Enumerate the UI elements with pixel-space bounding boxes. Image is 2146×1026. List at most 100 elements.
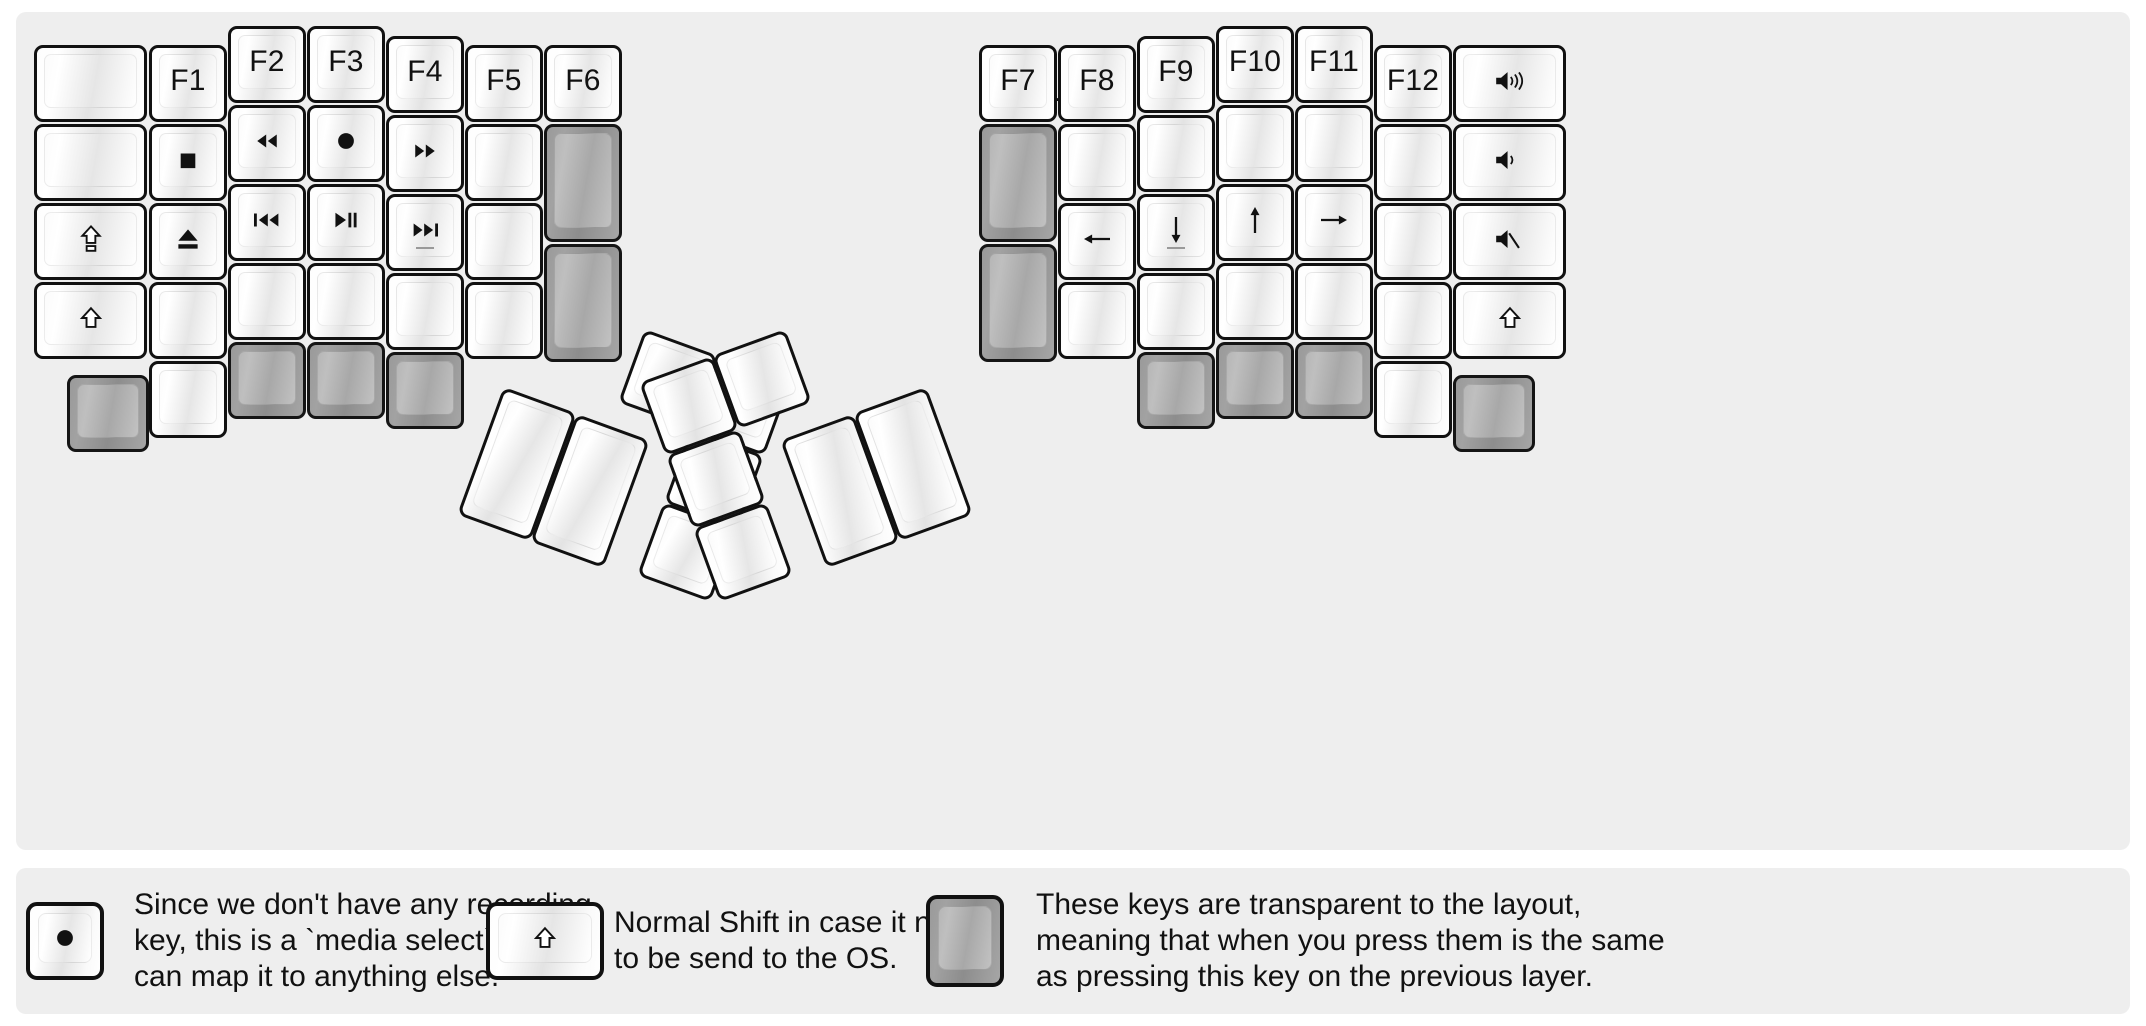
keycap-label: F5 — [486, 64, 522, 97]
left-col-4-middle-key-2[interactable] — [307, 105, 385, 182]
right-col-6-pinky-key-5[interactable] — [1374, 361, 1452, 438]
right-col-2-inner-key-4[interactable] — [1058, 282, 1136, 359]
left-col-5-index-key-3[interactable] — [386, 194, 464, 271]
left-col-7-innermost-key-3[interactable] — [544, 244, 622, 362]
keycap-face — [1147, 124, 1205, 178]
keycap-face — [159, 291, 217, 345]
left-col-3-ring-key-4[interactable] — [228, 263, 306, 340]
volume-up-icon — [1492, 68, 1528, 94]
left-col-7-innermost-key-1[interactable]: F6 — [544, 45, 622, 122]
keycap-face: F8 — [1068, 54, 1126, 108]
keycap-face: F3 — [317, 35, 375, 89]
keycap-face: F4 — [396, 45, 454, 99]
media-play-pause-icon — [329, 207, 363, 233]
keycap-face — [1226, 272, 1284, 326]
left-col-2-pinky-key-5[interactable] — [149, 361, 227, 438]
right-col-1-innermost-key-2[interactable] — [979, 124, 1057, 242]
left-col-5-index-key-4[interactable] — [386, 273, 464, 350]
keycap-face — [554, 253, 612, 348]
keycap-face — [475, 291, 533, 345]
media-eject-icon — [173, 225, 203, 253]
left-col-2-pinky-key-2[interactable] — [149, 124, 227, 201]
left-col-6-inner-key-1[interactable]: F5 — [465, 45, 543, 122]
left-col-1-outer-key-4[interactable] — [34, 282, 147, 359]
left-col-4-middle-key-1[interactable]: F3 — [307, 26, 385, 103]
caps-lock-icon — [78, 224, 104, 254]
right-col-7-outer-key-3[interactable] — [1453, 203, 1566, 280]
keycap-face — [475, 212, 533, 266]
right-col-2-inner-key-1[interactable]: F8 — [1058, 45, 1136, 122]
left-col-5-index-key-5[interactable] — [386, 352, 464, 429]
legend-description-3: These keys are transparent to the layout… — [1036, 888, 1665, 993]
right-col-3-index-key-4[interactable] — [1137, 273, 1215, 350]
left-col-5-index-key-2[interactable] — [386, 115, 464, 192]
right-col-2-inner-key-3[interactable] — [1058, 203, 1136, 280]
keycap-face: F11 — [1305, 35, 1363, 89]
left-col-1-outer-key-extra[interactable] — [67, 375, 149, 452]
right-col-1-innermost-key-1[interactable]: F7 — [979, 45, 1057, 122]
left-col-4-middle-key-5[interactable] — [307, 342, 385, 419]
right-col-3-index-key-1[interactable]: F9 — [1137, 36, 1215, 113]
right-col-5-ring-key-5[interactable] — [1295, 342, 1373, 419]
right-col-6-pinky-key-2[interactable] — [1374, 124, 1452, 201]
left-col-4-middle-key-3[interactable] — [307, 184, 385, 261]
right-col-5-ring-key-3[interactable] — [1295, 184, 1373, 261]
left-col-7-innermost-key-2[interactable] — [544, 124, 622, 242]
legend-panel: Since we don't have any recording key, t… — [16, 868, 2130, 1014]
left-col-6-inner-key-4[interactable] — [465, 282, 543, 359]
keycap-label: F7 — [1000, 64, 1036, 97]
keycap-face — [238, 193, 296, 247]
keycap-face — [1305, 193, 1363, 247]
keycap-face — [44, 54, 137, 108]
keycap-face — [44, 212, 137, 266]
left-col-1-outer-key-3[interactable] — [34, 203, 147, 280]
keycap-face — [396, 124, 454, 178]
right-col-5-ring-key-2[interactable] — [1295, 105, 1373, 182]
right-col-1-innermost-key-3[interactable] — [979, 244, 1057, 362]
left-col-3-ring-key-5[interactable] — [228, 342, 306, 419]
left-col-6-inner-key-2[interactable] — [465, 124, 543, 201]
left-col-2-pinky-key-4[interactable] — [149, 282, 227, 359]
keycap-label: F2 — [249, 45, 285, 78]
keycap-face — [317, 114, 375, 168]
keycap-label: F8 — [1079, 64, 1115, 97]
keycap-label: F3 — [328, 45, 364, 78]
right-col-7-outer-key-2[interactable] — [1453, 124, 1566, 201]
keycap-face — [1463, 212, 1556, 266]
media-rewind-icon — [250, 128, 284, 154]
right-col-5-ring-key-1[interactable]: F11 — [1295, 26, 1373, 103]
legend-sample-key-3 — [926, 895, 1004, 987]
right-col-4-middle-key-2[interactable] — [1216, 105, 1294, 182]
right-col-4-middle-key-4[interactable] — [1216, 263, 1294, 340]
right-col-4-middle-key-1[interactable]: F10 — [1216, 26, 1294, 103]
left-col-2-pinky-key-3[interactable] — [149, 203, 227, 280]
left-col-4-middle-key-4[interactable] — [307, 263, 385, 340]
left-col-3-ring-key-1[interactable]: F2 — [228, 26, 306, 103]
right-col-7-outer-key-1[interactable] — [1453, 45, 1566, 122]
media-previous-icon — [248, 207, 286, 233]
left-col-1-outer-key-1[interactable] — [34, 45, 147, 122]
right-col-5-ring-key-4[interactable] — [1295, 263, 1373, 340]
right-col-3-index-key-5[interactable] — [1137, 352, 1215, 429]
right-col-6-pinky-key-4[interactable] — [1374, 282, 1452, 359]
left-col-2-pinky-key-1[interactable]: F1 — [149, 45, 227, 122]
right-col-7-outer-key-extra[interactable] — [1453, 375, 1535, 452]
left-col-5-index-key-1[interactable]: F4 — [386, 36, 464, 113]
right-col-6-pinky-key-3[interactable] — [1374, 203, 1452, 280]
right-col-4-middle-key-3[interactable] — [1216, 184, 1294, 261]
left-col-6-inner-key-3[interactable] — [465, 203, 543, 280]
keycap-face — [1147, 361, 1205, 415]
keycap-label: F6 — [565, 64, 601, 97]
right-col-2-inner-key-2[interactable] — [1058, 124, 1136, 201]
keycap-face — [1384, 291, 1442, 345]
right-col-4-middle-key-5[interactable] — [1216, 342, 1294, 419]
keycap-face — [475, 133, 533, 187]
right-col-7-outer-key-4[interactable] — [1453, 282, 1566, 359]
right-col-6-pinky-key-1[interactable]: F12 — [1374, 45, 1452, 122]
left-col-3-ring-key-2[interactable] — [228, 105, 306, 182]
left-col-1-outer-key-2[interactable] — [34, 124, 147, 201]
keycap-face — [317, 351, 375, 405]
right-col-3-index-key-3[interactable] — [1137, 194, 1215, 271]
right-col-3-index-key-2[interactable] — [1137, 115, 1215, 192]
left-col-3-ring-key-3[interactable] — [228, 184, 306, 261]
